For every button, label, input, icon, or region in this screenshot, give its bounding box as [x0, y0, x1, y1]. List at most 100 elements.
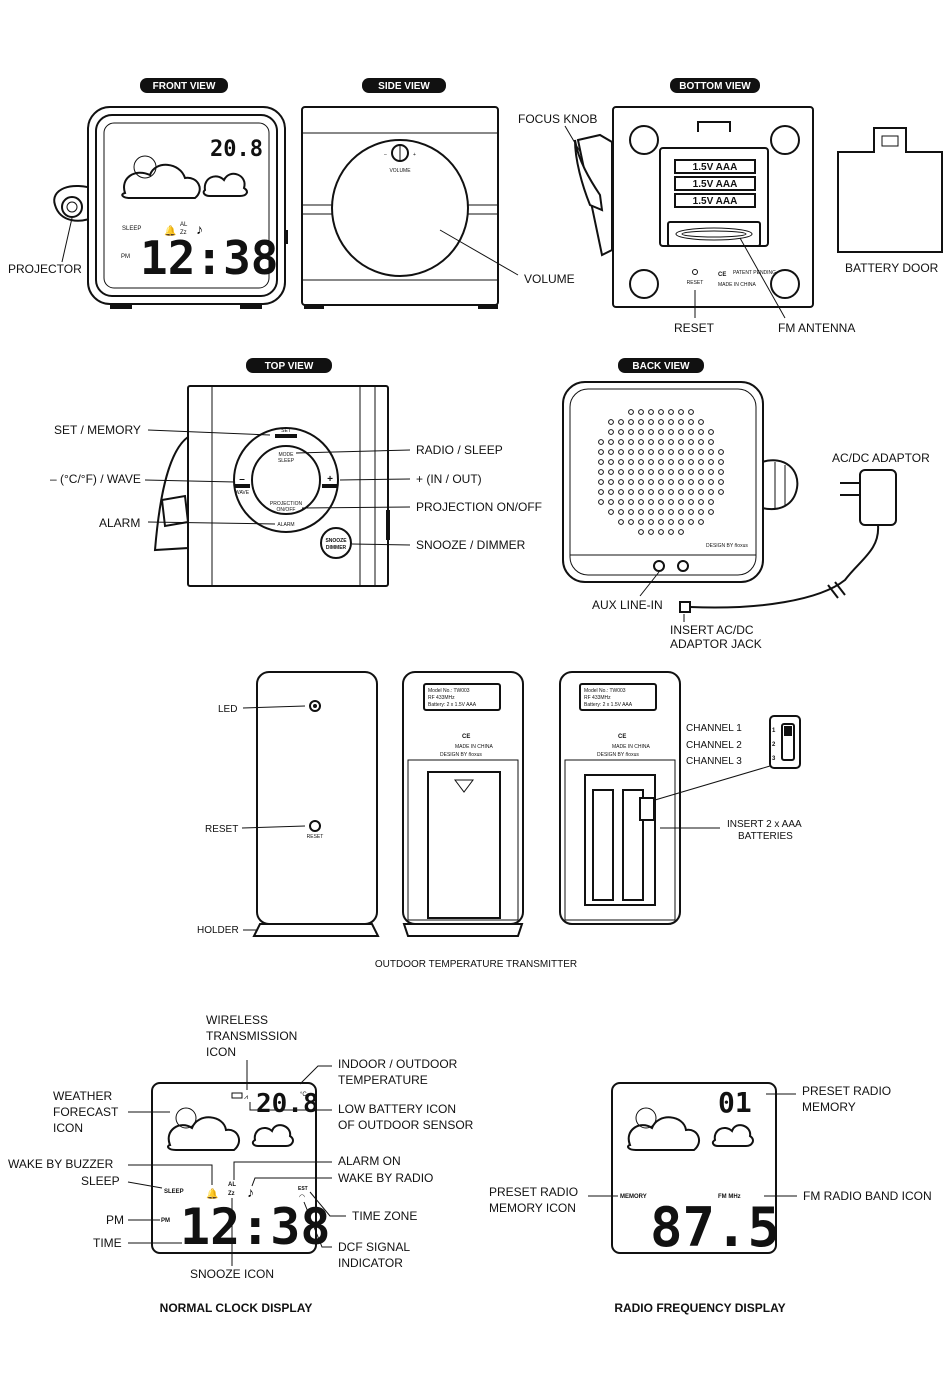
side-volume-small: VOLUME [389, 168, 411, 174]
speaker-hole [618, 419, 624, 425]
label-reset: RESET [674, 321, 715, 335]
svg-text:SNOOZE: SNOOZE [325, 538, 347, 544]
wireless-transmission-icon: ⩘ [244, 1094, 248, 1101]
speaker-hole [658, 519, 664, 525]
label-holder: HOLDER [197, 925, 239, 936]
front-al: AL [180, 222, 188, 228]
speaker-hole [668, 499, 674, 505]
leader-snooze-dimmer [351, 543, 411, 546]
battery-door [837, 127, 943, 253]
low-battery-icon [231, 1092, 243, 1099]
title-top-view: TOP VIEW [265, 361, 314, 372]
speaker-hole [668, 489, 674, 495]
leader-alarm [147, 521, 276, 525]
label-projector: PROJECTOR [8, 262, 82, 276]
svg-text:+: + [327, 474, 333, 485]
speaker-hole [658, 439, 664, 445]
speaker-hole [648, 529, 654, 535]
label-insert-batteries-2: BATTERIES [738, 831, 793, 842]
speaker-hole [638, 509, 644, 515]
front-time: 12:38 [140, 231, 278, 285]
label-volume: VOLUME [524, 272, 575, 286]
leader-lowbatt [249, 1102, 332, 1111]
btn-snooze-dimmer[interactable] [320, 527, 352, 559]
speaker-hole [648, 469, 654, 475]
label-temp-2: TEMPERATURE [338, 1073, 428, 1087]
front-bell-icon: 🔔 [164, 225, 176, 237]
radio-band-icon: FM MHz [718, 1194, 741, 1200]
transmitter-front: RESET [252, 671, 380, 937]
fm-antenna-coil [675, 227, 753, 241]
pill-front-view: FRONT VIEW [140, 78, 228, 93]
label-aux: AUX LINE-IN [592, 598, 663, 612]
front-pm: PM [121, 254, 130, 260]
speaker-grille [598, 409, 724, 535]
label-dcf-2: INDICATOR [338, 1256, 403, 1270]
label-ac-adaptor: AC/DC ADAPTOR [832, 451, 930, 465]
speaker-hole [638, 409, 644, 415]
label-wave: – (°C/°F) / WAVE [50, 472, 141, 486]
dcf-signal-icon: ◠ [299, 1194, 305, 1201]
speaker-hole [638, 419, 644, 425]
svg-text:Battery: 2 x 1.5V AAA: Battery: 2 x 1.5V AAA [428, 702, 477, 708]
btn-set-memory[interactable] [275, 434, 297, 438]
speaker-hole [608, 489, 614, 495]
speaker-hole [718, 449, 724, 455]
pill-top-view: TOP VIEW [246, 358, 332, 373]
speaker-hole [618, 429, 624, 435]
dc-jack [677, 560, 689, 572]
aux-jack [653, 560, 665, 572]
label-insert-jack-1: INSERT AC/DC [670, 623, 754, 637]
lcd-zz: Zz [228, 1191, 235, 1197]
label-preset-icon-1: PRESET RADIO [489, 1185, 578, 1199]
battery-2: 1.5V AAA [674, 176, 756, 191]
speaker-hole [698, 479, 704, 485]
btn-minus-wave[interactable] [234, 484, 250, 488]
leader-wake-buzzer [128, 1164, 213, 1185]
label-insert-jack-2: ADAPTOR JACK [670, 637, 762, 651]
speaker-hole [678, 499, 684, 505]
speaker-hole [678, 449, 684, 455]
speaker-hole [678, 479, 684, 485]
transmitter-reset-button[interactable] [309, 820, 321, 832]
leader-fm-antenna [739, 237, 786, 319]
label-snooze-icon: SNOOZE ICON [190, 1267, 274, 1281]
label-channel-1: CHANNEL 1 [686, 723, 742, 734]
speaker-hole [658, 469, 664, 475]
btn-plus-inout[interactable] [322, 484, 338, 488]
speaker-hole [638, 469, 644, 475]
speaker-hole [628, 419, 634, 425]
svg-text:RESET: RESET [687, 280, 704, 286]
speaker-hole [678, 519, 684, 525]
front-music-note-icon: ♪ [196, 221, 203, 237]
speaker-hole [698, 439, 704, 445]
leader-channel-switch [654, 765, 771, 801]
label-fm-band: FM RADIO BAND ICON [803, 1189, 932, 1203]
svg-text:CE: CE [462, 734, 470, 740]
leader-aux [639, 571, 660, 597]
label-insert-batteries-1: INSERT 2 x AAA [727, 819, 802, 830]
speaker-hole [698, 429, 704, 435]
battery-1: 1.5V AAA [674, 159, 756, 174]
bottom-ce-mark: CE [718, 272, 726, 278]
radio-display: 01 MEMORY FM MHz 87.5 [611, 1082, 780, 1259]
label-preset-mem-1: PRESET RADIO [802, 1084, 891, 1098]
speaker-hole [628, 429, 634, 435]
svg-text:1.5V AAA: 1.5V AAA [693, 162, 738, 173]
speaker-hole [618, 519, 624, 525]
speaker-hole [598, 449, 604, 455]
svg-text:SET: SET [281, 428, 291, 434]
label-weather-1: WEATHER [53, 1089, 112, 1103]
speaker-hole [598, 469, 604, 475]
speaker-hole [598, 439, 604, 445]
svg-text:MADE IN CHINA: MADE IN CHINA [455, 744, 493, 750]
leader-time-zone [309, 1191, 346, 1217]
svg-text:1.5V AAA: 1.5V AAA [693, 179, 738, 190]
label-pm: PM [106, 1213, 124, 1227]
speaker-hole [688, 419, 694, 425]
reset-hole [692, 269, 698, 275]
label-lowbatt-2: OF OUTDOOR SENSOR [338, 1118, 474, 1132]
label-weather-2: FORECAST [53, 1105, 119, 1119]
svg-text:DESIGN BY ñoxus: DESIGN BY ñoxus [440, 752, 482, 758]
